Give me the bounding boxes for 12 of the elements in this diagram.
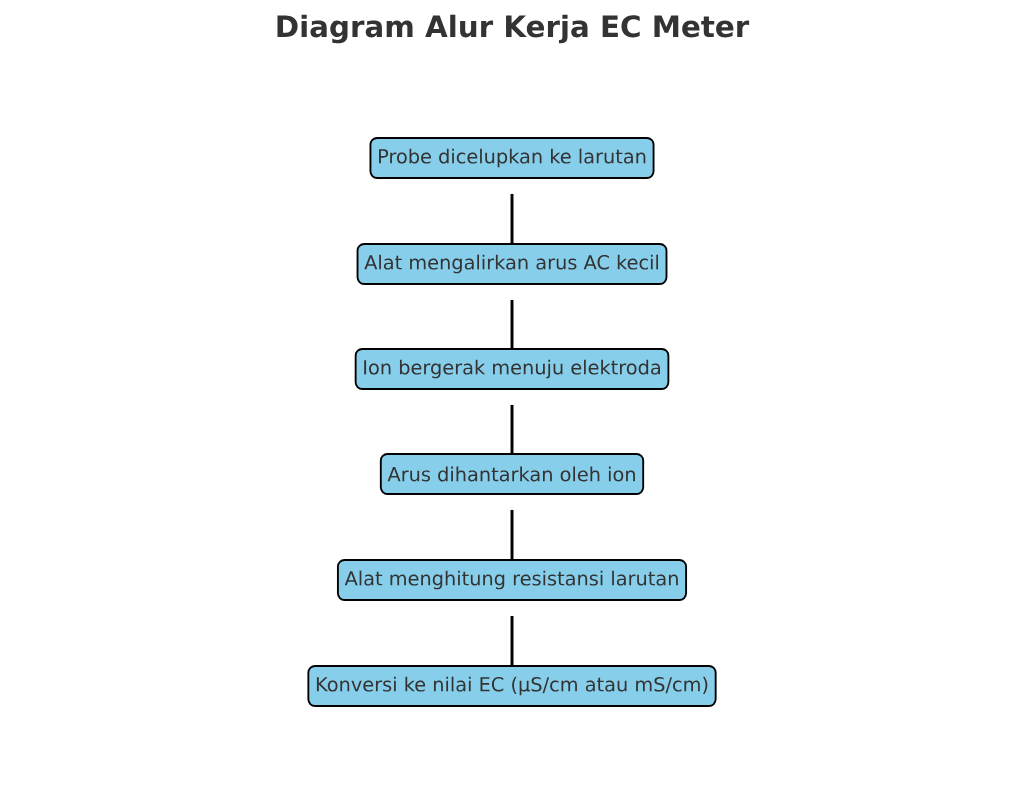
process-box: Probe dicelupkan ke larutan — [369, 137, 655, 179]
process-box: Ion bergerak menuju elektroda — [354, 348, 670, 390]
connector-line — [510, 193, 514, 244]
connector-line — [510, 299, 514, 349]
process-box: Alat mengalirkan arus AC kecil — [356, 243, 668, 285]
connector-line — [510, 615, 514, 666]
process-box: Alat menghitung resistansi larutan — [336, 559, 688, 601]
title: Diagram Alur Kerja EC Meter — [277, 14, 750, 44]
process-box: Arus dihantarkan oleh ion — [379, 453, 645, 495]
connector-line — [510, 404, 514, 454]
connector-line — [510, 509, 514, 560]
process-box: Konversi ke nilai EC (µS/cm atau mS/cm) — [307, 665, 717, 707]
